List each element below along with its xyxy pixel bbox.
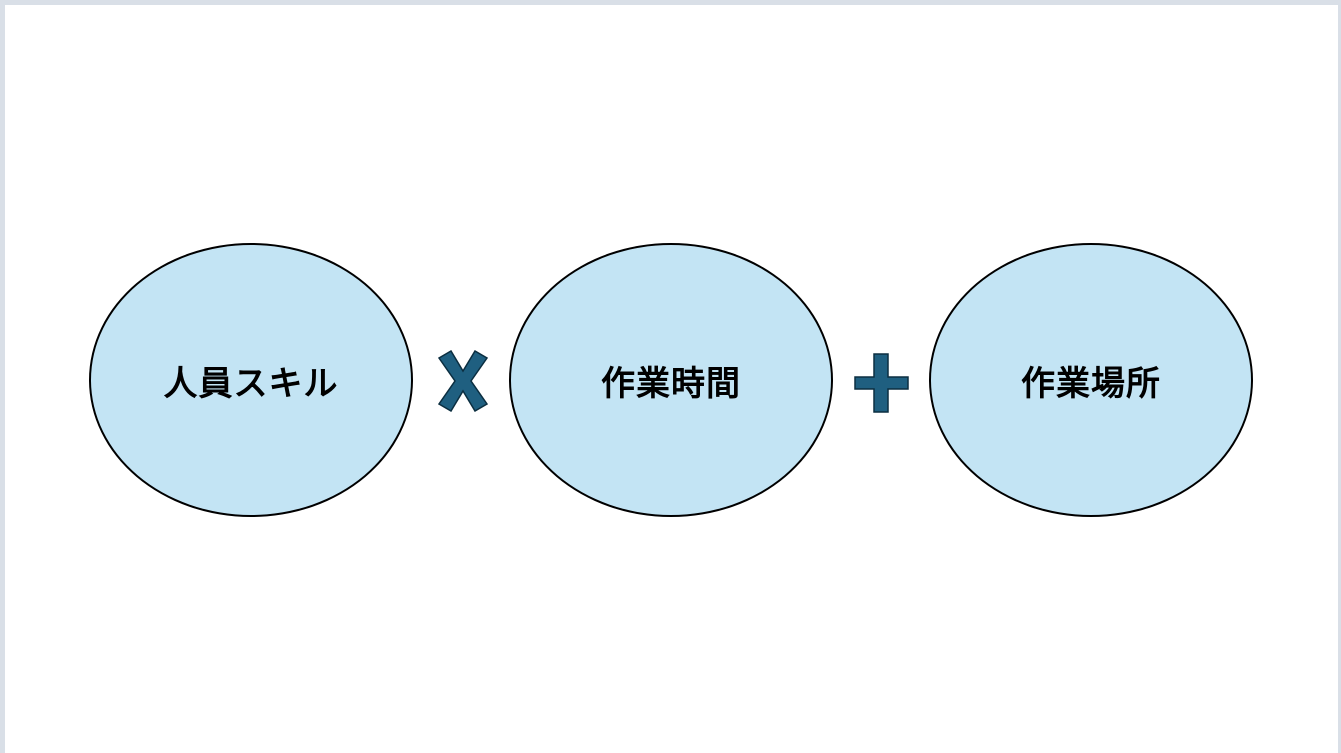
- node-personnel-skill: 人員スキル: [89, 243, 413, 517]
- slide-canvas: 人員スキル 作業時間 作業場所: [5, 5, 1338, 753]
- node-work-location: 作業場所: [929, 243, 1253, 517]
- node-label: 作業場所: [1021, 363, 1161, 404]
- plus-icon: [854, 353, 909, 413]
- node-work-time: 作業時間: [509, 243, 833, 517]
- multiply-icon: [437, 350, 489, 412]
- node-label: 作業時間: [601, 363, 741, 404]
- node-label: 人員スキル: [163, 363, 339, 404]
